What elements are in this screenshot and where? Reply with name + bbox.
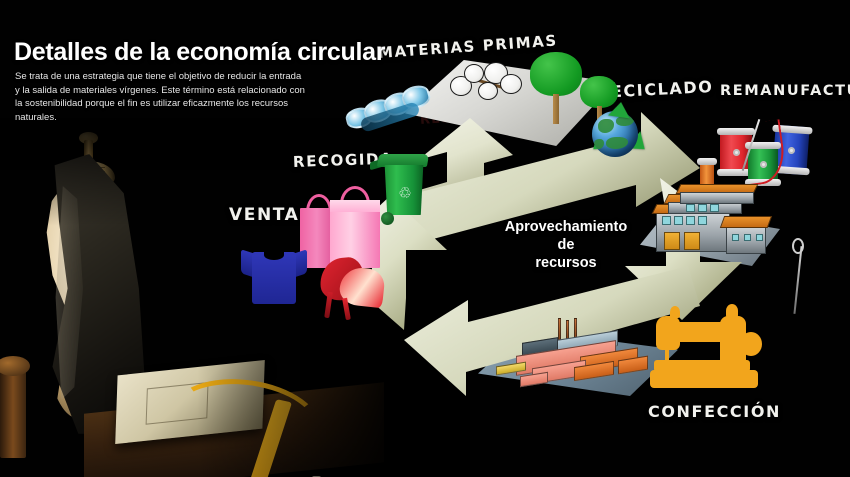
center-caption-line1: Aprovechamiento bbox=[504, 219, 628, 235]
sewing-machine-icon bbox=[648, 298, 762, 394]
cotton-puff bbox=[450, 76, 472, 96]
high-heels-icon bbox=[317, 252, 386, 321]
factory-window bbox=[686, 216, 695, 225]
thread-spools-icon bbox=[697, 112, 828, 188]
factory-window bbox=[698, 216, 707, 225]
bin-body bbox=[384, 165, 424, 215]
spool-cap bbox=[745, 179, 781, 186]
factory-window bbox=[674, 216, 683, 225]
factory-window bbox=[756, 234, 763, 241]
label-remanufactura: REMANUFACTURA bbox=[720, 83, 850, 99]
center-caption-line2: de bbox=[557, 237, 575, 253]
tshirt-body bbox=[252, 252, 296, 304]
bag-fold bbox=[330, 200, 380, 212]
factory-window bbox=[744, 234, 751, 241]
bin-wheel bbox=[381, 212, 394, 225]
cotton-puff bbox=[464, 64, 484, 83]
center-caption-line3: recursos bbox=[535, 255, 597, 271]
waste-bundle-icon bbox=[343, 82, 436, 142]
spool-cap bbox=[745, 142, 781, 149]
spool-cap bbox=[697, 158, 717, 165]
landmass bbox=[606, 137, 628, 149]
sewing-finial bbox=[670, 306, 680, 318]
needle-shaft bbox=[793, 246, 803, 314]
label-venta: VENTA bbox=[229, 205, 300, 225]
label-confeccion: CONFECCIÓN bbox=[648, 402, 782, 421]
landmass bbox=[616, 116, 634, 126]
sewing-bed-plate bbox=[654, 360, 750, 372]
spool-hole bbox=[759, 160, 767, 168]
cotton-puff bbox=[500, 74, 522, 94]
page-title: Detalles de la economía circular bbox=[14, 38, 386, 66]
shopping-bags-icon bbox=[300, 186, 392, 272]
tree-crown bbox=[530, 52, 582, 96]
center-caption: Aprovechamiento de recursos bbox=[487, 218, 645, 272]
page-subtitle: Se trata de una estrategia que tiene el … bbox=[15, 71, 305, 123]
tree-trunk bbox=[553, 94, 559, 124]
landmass bbox=[598, 119, 614, 133]
sewing-finial bbox=[726, 304, 738, 318]
recycling-globe-icon bbox=[582, 100, 652, 165]
sewing-base bbox=[650, 370, 758, 388]
tree-crown bbox=[580, 76, 618, 108]
needle-eye bbox=[792, 238, 804, 254]
textile-machine-icon bbox=[492, 318, 658, 392]
factory-wall bbox=[680, 192, 754, 204]
sewing-head bbox=[656, 316, 680, 350]
sewing-handwheel bbox=[740, 332, 762, 356]
sewing-needle-icon bbox=[788, 236, 810, 314]
factory-window bbox=[698, 204, 707, 212]
landmass bbox=[594, 139, 604, 149]
recycling-bin-icon: ♲ bbox=[370, 150, 430, 225]
sewing-needle-bar bbox=[665, 348, 669, 366]
tshirt-neckline bbox=[264, 250, 284, 260]
factory-annex-roof bbox=[719, 216, 773, 228]
recycle-arrow-top bbox=[608, 100, 632, 119]
factory-window bbox=[732, 234, 739, 241]
factory-window bbox=[662, 216, 671, 225]
tree-icon bbox=[530, 52, 582, 124]
factory-window bbox=[686, 204, 695, 212]
cotton-puff bbox=[478, 82, 498, 100]
spool-cap bbox=[717, 128, 755, 135]
spool-cap bbox=[717, 169, 755, 176]
factory-door bbox=[684, 232, 700, 250]
factory-icon bbox=[651, 182, 773, 258]
recycle-symbol-icon: ♲ bbox=[398, 185, 412, 202]
factory-window bbox=[710, 204, 719, 212]
factory-door bbox=[664, 232, 680, 250]
earth-globe bbox=[592, 111, 638, 157]
spool-hole bbox=[787, 146, 795, 154]
spool-orange bbox=[697, 158, 717, 188]
spool-hole bbox=[732, 148, 740, 156]
cotton-boll-icon bbox=[448, 60, 526, 108]
spool-green bbox=[745, 142, 781, 186]
tshirt-icon bbox=[241, 242, 307, 304]
arrow-to-production bbox=[404, 266, 700, 396]
red-thread bbox=[735, 119, 789, 187]
